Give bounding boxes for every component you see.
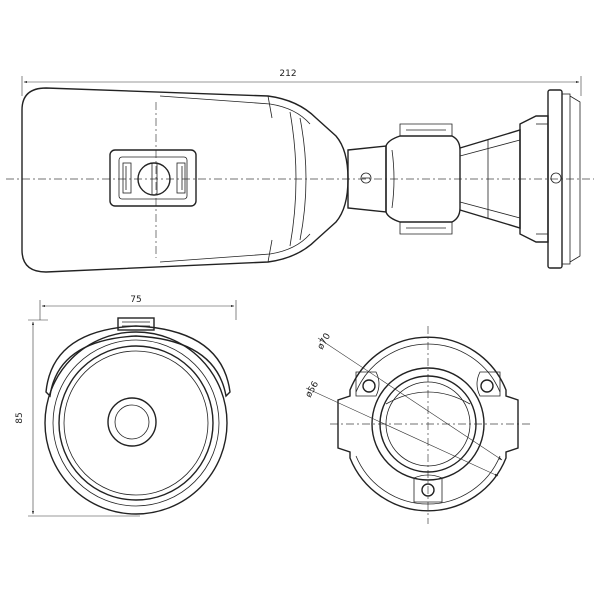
screw-slot-top-left	[355, 371, 380, 397]
lens-inner	[114, 404, 150, 440]
base-plate-inner	[355, 343, 501, 505]
lens-outer	[107, 397, 157, 447]
wall-mount-side	[519, 89, 581, 269]
adjustment-screw	[137, 162, 171, 196]
front-bezel-inner	[289, 111, 297, 247]
overall-length-dimension: 212	[21, 69, 582, 96]
sun-shield-top	[159, 95, 311, 125]
diameter-56-label: ø56	[304, 380, 321, 400]
top-bracket-tab	[117, 317, 155, 331]
base-plate	[337, 336, 519, 512]
sun-shield-bottom	[159, 233, 311, 263]
base-center-edge	[385, 391, 471, 405]
base-view: ø70 ø56	[304, 326, 530, 524]
screw-slot-top-right	[476, 371, 501, 397]
swivel-joint	[385, 123, 461, 235]
base-center-opening	[379, 375, 477, 473]
front-height-label: 85	[15, 412, 25, 423]
sun-shield-edge	[267, 95, 273, 263]
base-center-ring	[371, 367, 485, 481]
mount-screw-icon	[550, 172, 562, 184]
adjustment-slot	[109, 149, 197, 207]
front-ring-2	[52, 339, 220, 507]
front-height-dimension: 85	[15, 319, 140, 517]
side-view: 212	[6, 69, 594, 273]
front-width-label: 75	[130, 295, 141, 305]
base-center-inner	[385, 381, 471, 467]
front-ring-3	[58, 345, 214, 501]
front-bezel	[299, 117, 307, 241]
diameter-70-label: ø70	[316, 332, 333, 352]
camera-housing	[21, 87, 349, 273]
front-ring-4	[63, 350, 209, 496]
front-width-dimension: 75	[39, 295, 237, 320]
neck-screw-icon	[360, 172, 372, 184]
front-outer-ring	[44, 331, 228, 515]
front-view: 75 85	[15, 295, 237, 517]
overall-length-label: 212	[279, 69, 296, 79]
